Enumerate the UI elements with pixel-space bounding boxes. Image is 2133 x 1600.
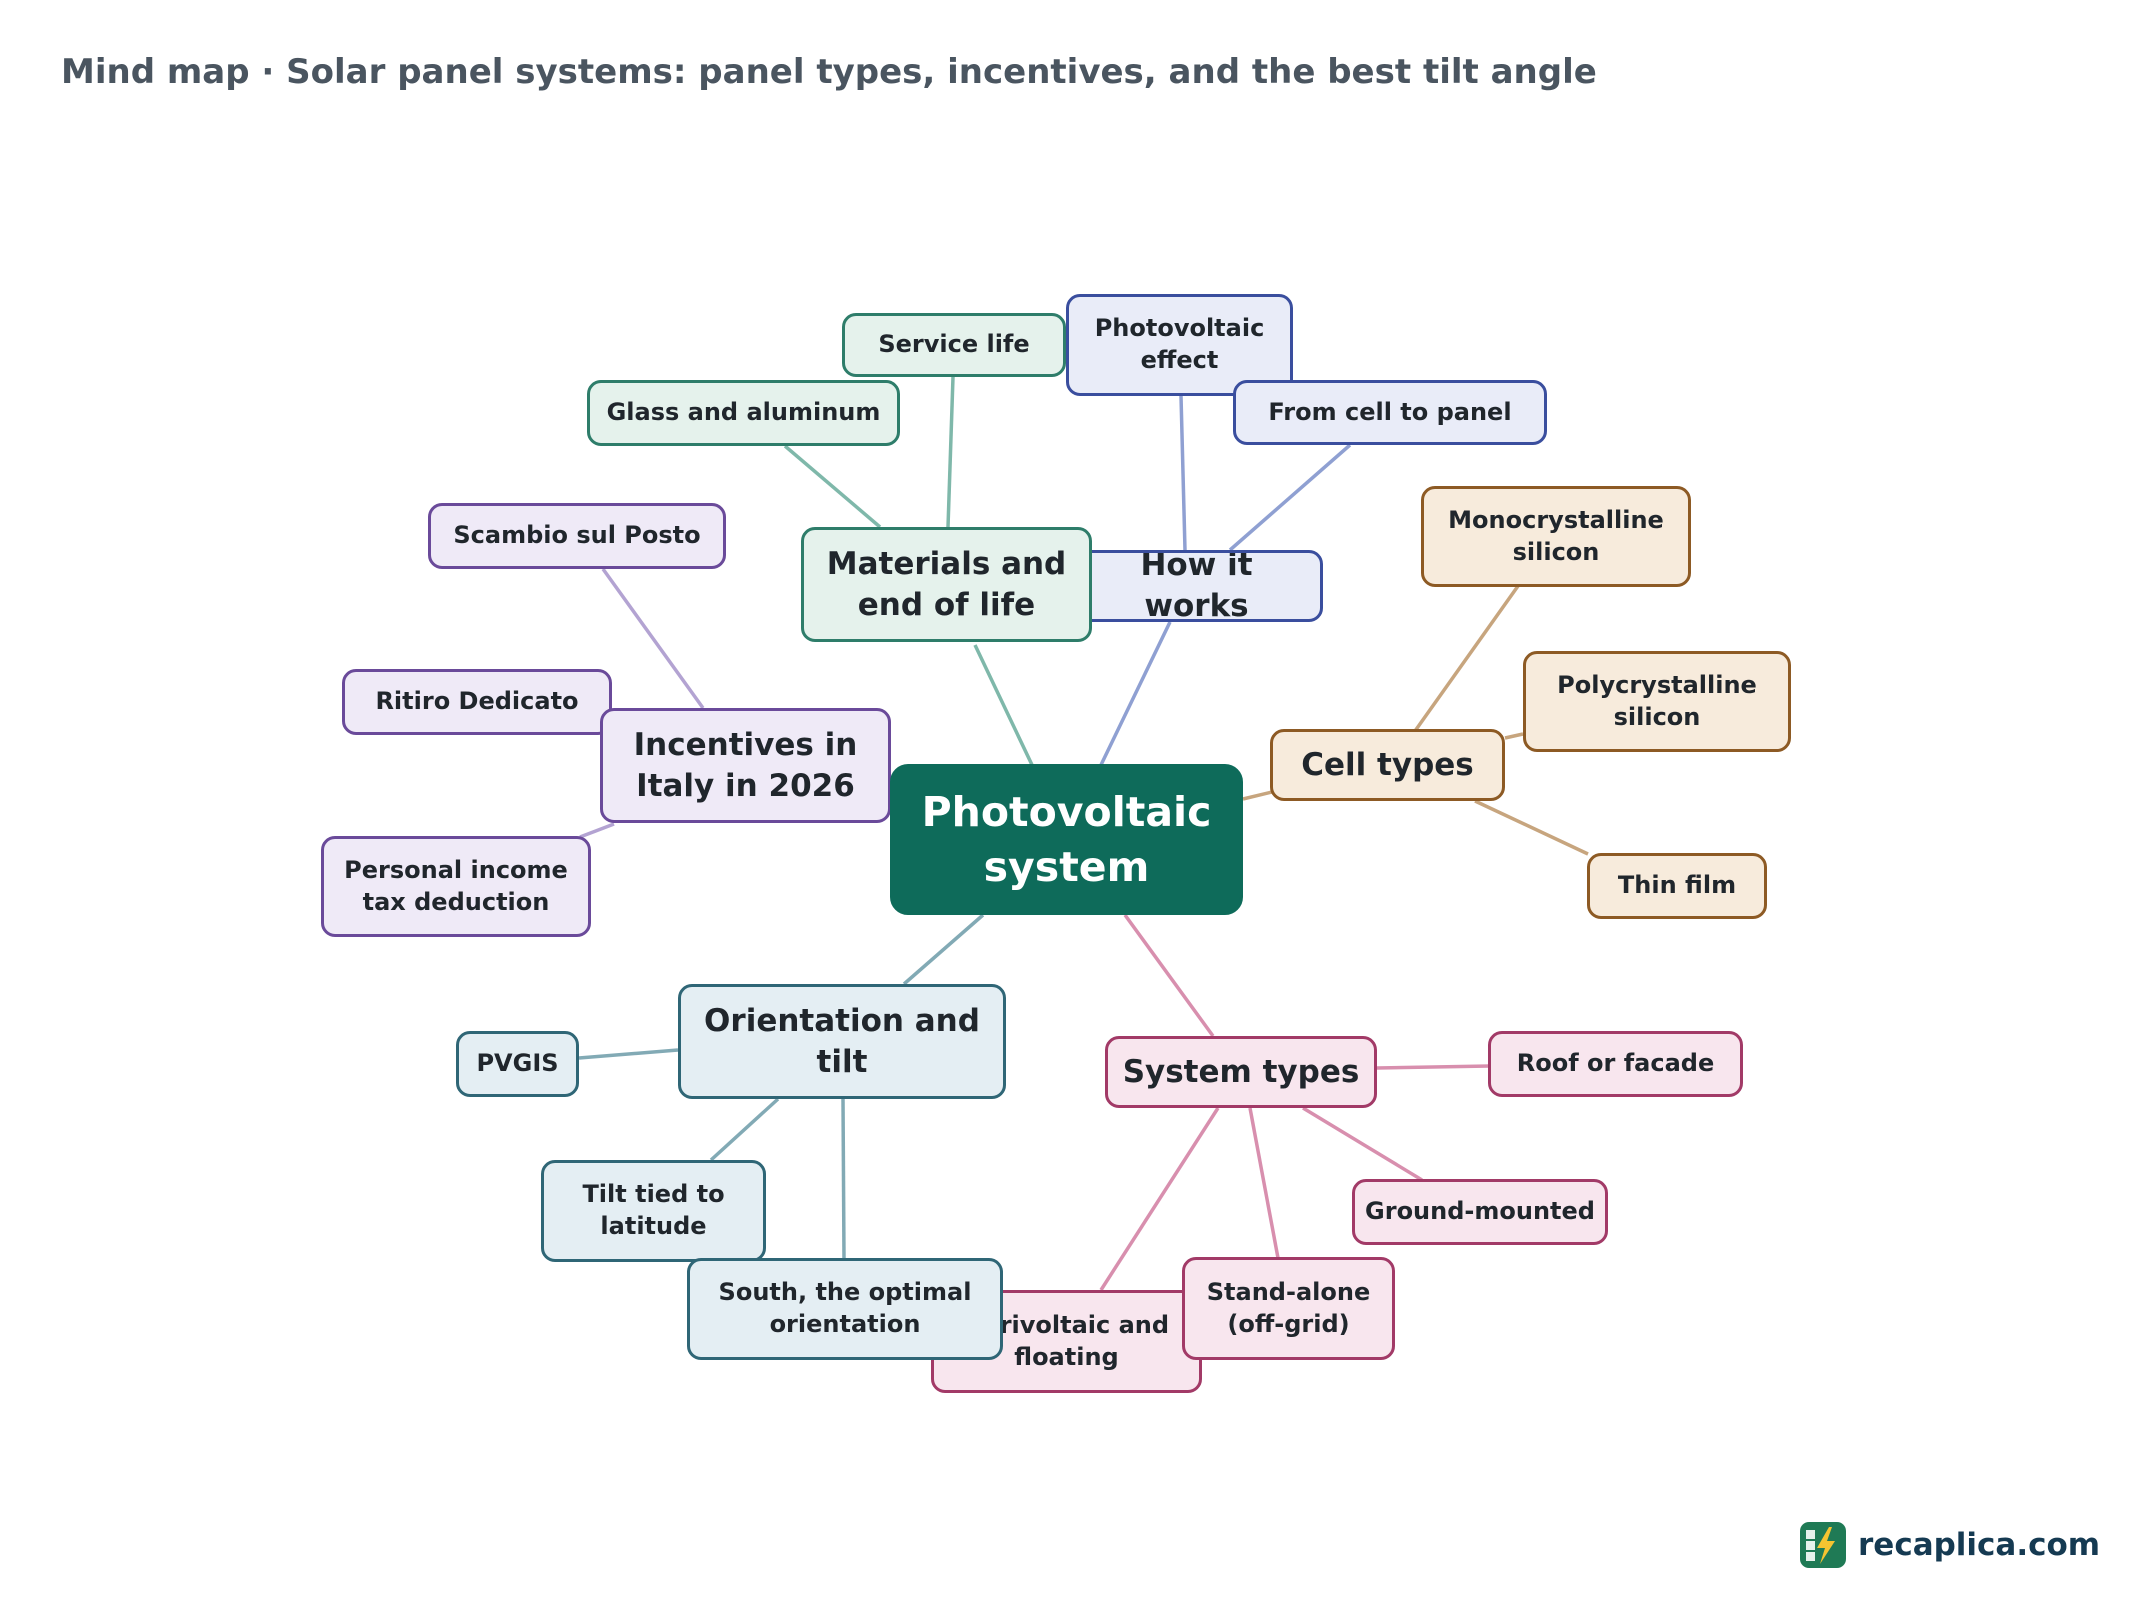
connector-systems-standalone xyxy=(1248,1107,1280,1259)
node-from-cell-to-panel: From cell to panel xyxy=(1233,380,1547,445)
root-photovoltaic-system: Photovoltaic system xyxy=(890,764,1243,915)
node-roof-or-facade: Roof or facade xyxy=(1488,1031,1743,1097)
node-south-optimal-orientation: South, the optimal orientation xyxy=(687,1258,1003,1360)
branch-incentives-italy-2026: Incentives in Italy in 2026 xyxy=(600,708,891,823)
connector-root-how xyxy=(1098,621,1172,768)
connector-systems-agrivoltaic xyxy=(1099,1107,1220,1291)
connector-orientation-tilt xyxy=(709,1097,780,1162)
connector-how-cell-panel xyxy=(1228,443,1352,552)
connector-cells-thin xyxy=(1474,799,1589,856)
connector-incentives-income xyxy=(579,822,615,839)
connector-materials-glass xyxy=(783,444,882,529)
connector-how-effect xyxy=(1179,395,1187,551)
connector-cells-mono xyxy=(1413,584,1520,733)
branch-orientation-and-tilt: Orientation and tilt xyxy=(678,984,1006,1099)
connector-cells-poly xyxy=(1504,732,1524,740)
node-stand-alone-off-grid: Stand-alone (off-grid) xyxy=(1182,1257,1395,1360)
branch-cell-types: Cell types xyxy=(1270,729,1505,801)
node-personal-income-tax-deduction: Personal income tax deduction xyxy=(321,836,591,937)
connector-orientation-south xyxy=(841,1098,846,1259)
brand-name: recaplica.com xyxy=(1858,1527,2101,1563)
node-tilt-tied-to-latitude: Tilt tied to latitude xyxy=(541,1160,766,1262)
connector-orientation-pvgis xyxy=(578,1048,679,1060)
node-photovoltaic-effect: Photovoltaic effect xyxy=(1066,294,1293,396)
node-ritiro-dedicato: Ritiro Dedicato xyxy=(342,669,612,735)
connector-materials-service-life xyxy=(946,376,955,528)
node-monocrystalline-silicon: Monocrystalline silicon xyxy=(1421,486,1691,587)
branch-system-types: System types xyxy=(1105,1036,1377,1108)
connector-incentives-scambio xyxy=(601,567,705,710)
connector-root-orientation xyxy=(902,913,985,986)
connector-root-cells xyxy=(1242,790,1273,801)
node-polycrystalline-silicon: Polycrystalline silicon xyxy=(1523,651,1791,752)
connector-root-systems xyxy=(1123,913,1215,1038)
node-service-life: Service life xyxy=(842,313,1066,377)
connector-root-materials xyxy=(973,644,1035,768)
branch-materials-end-of-life: Materials and end of life xyxy=(801,527,1092,642)
brand-logo: recaplica.com xyxy=(1800,1522,2100,1568)
node-ground-mounted: Ground-mounted xyxy=(1352,1179,1608,1245)
connector-systems-ground xyxy=(1302,1106,1423,1182)
page-title: Mind map · Solar panel systems: panel ty… xyxy=(61,52,1597,92)
branch-how-it-works: How it works xyxy=(1070,550,1323,622)
solar-bolt-icon xyxy=(1800,1522,1846,1568)
node-scambio-sul-posto: Scambio sul Posto xyxy=(428,503,726,569)
node-pvgis: PVGIS xyxy=(456,1031,579,1097)
connector-systems-roof xyxy=(1376,1064,1491,1070)
node-thin-film: Thin film xyxy=(1587,853,1767,919)
node-glass-and-aluminum: Glass and aluminum xyxy=(587,380,900,446)
